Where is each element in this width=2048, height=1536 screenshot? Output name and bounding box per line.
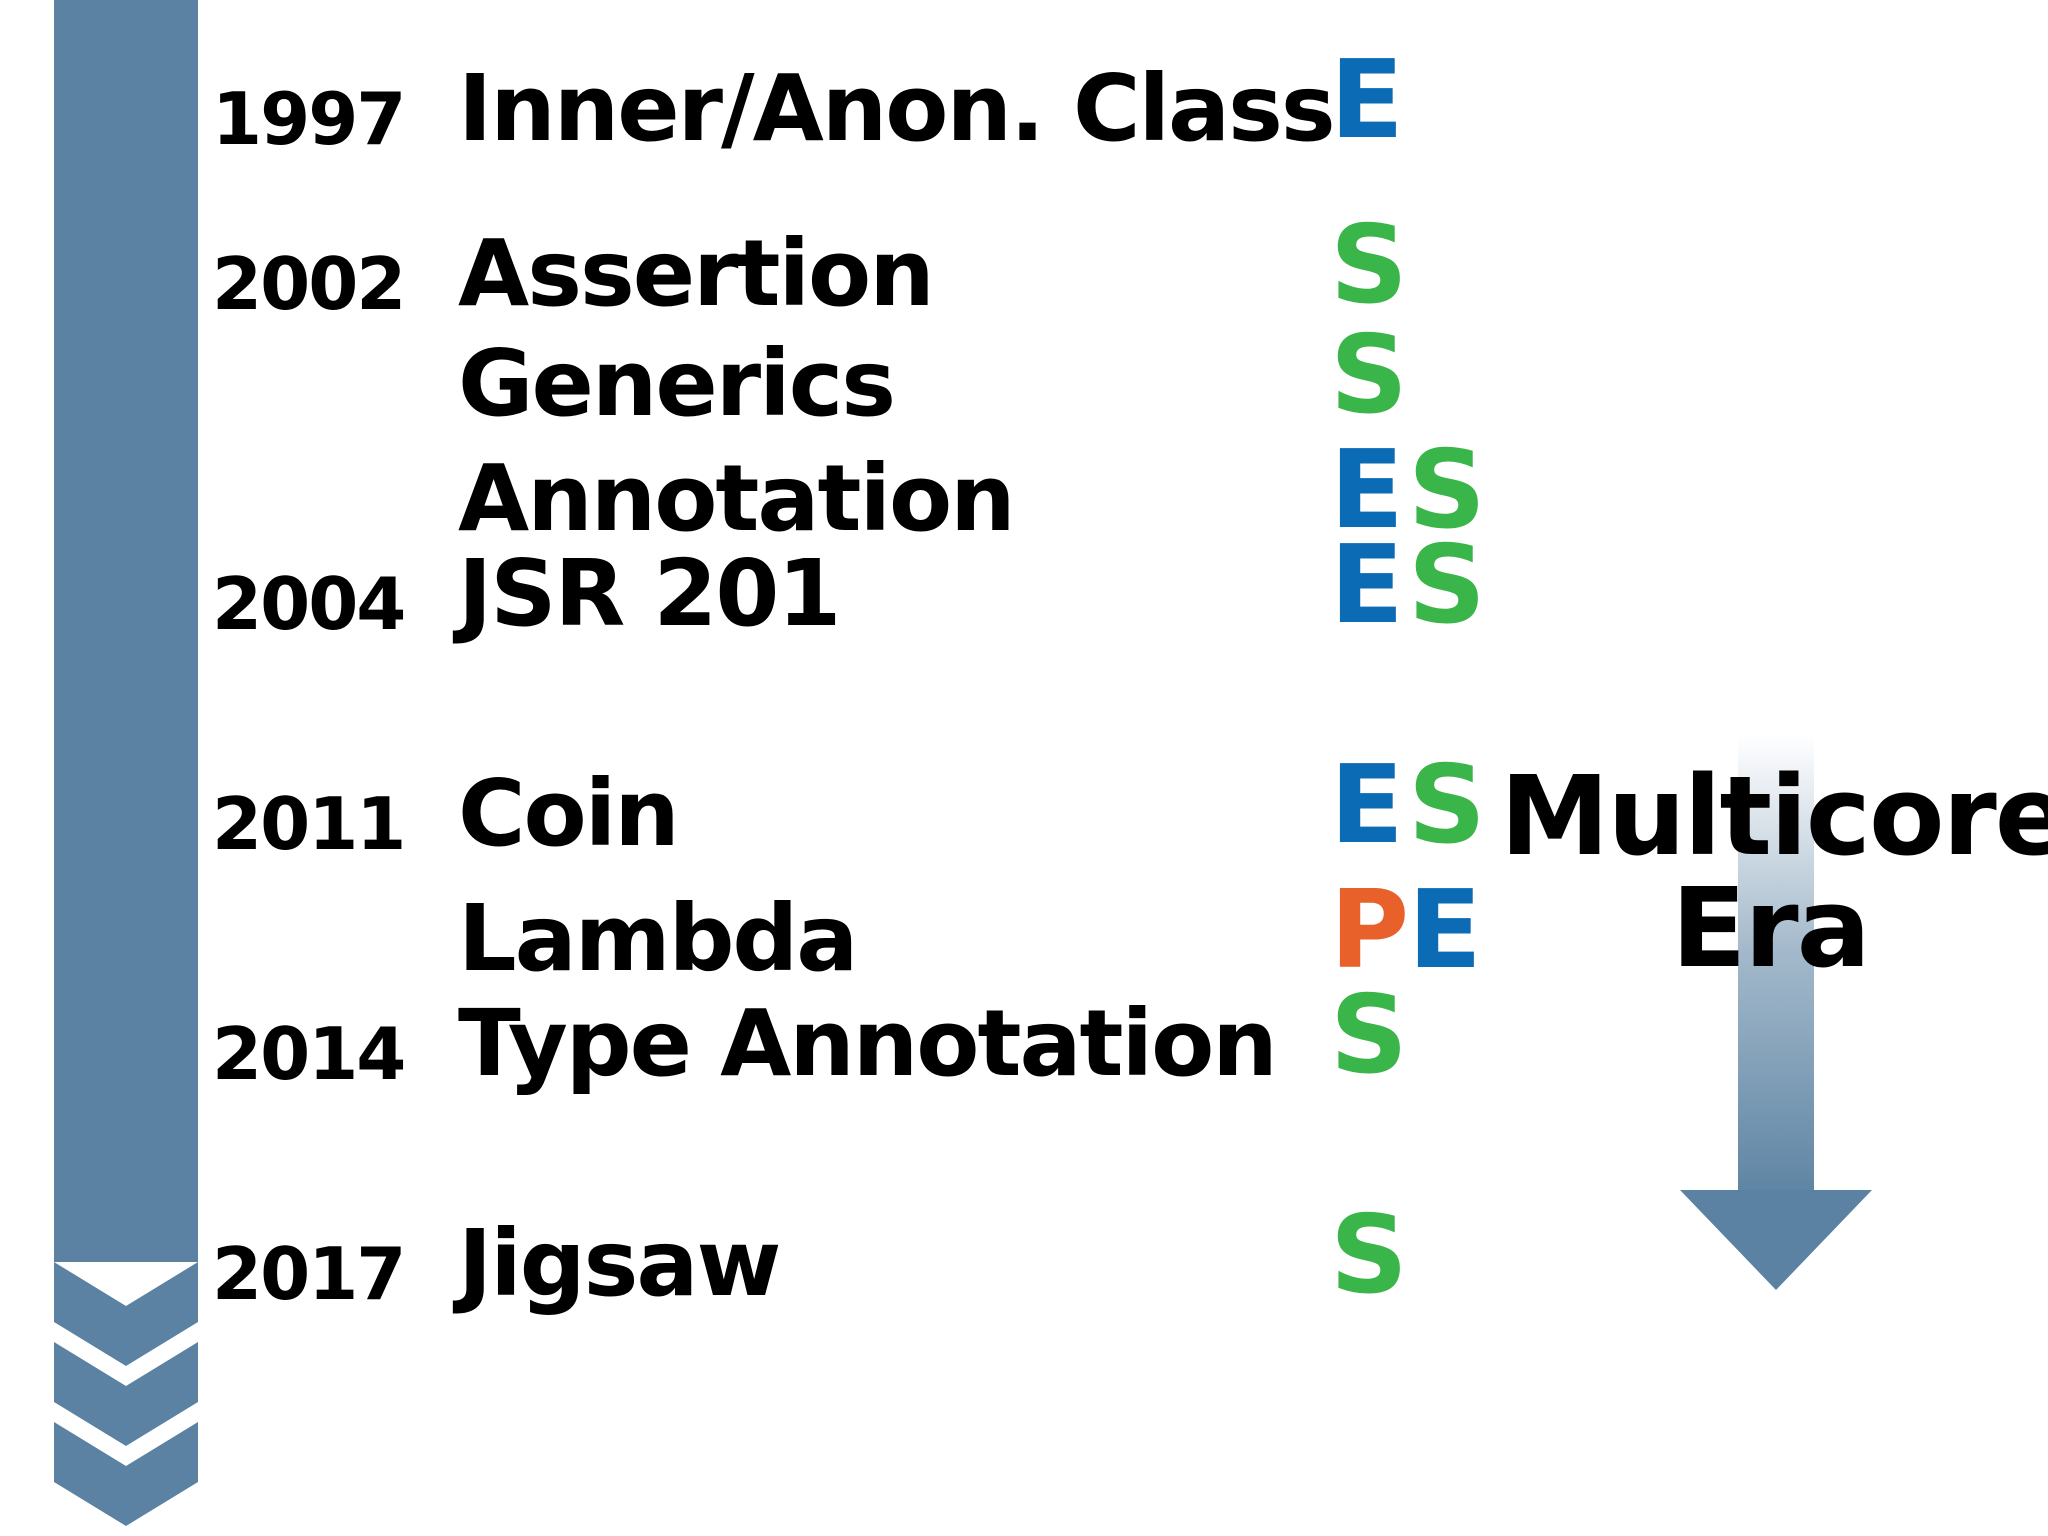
entry-feature: Jigsaw	[458, 1210, 781, 1317]
tag-s: S	[1330, 973, 1408, 1098]
chevron-down-icon	[54, 1342, 198, 1446]
arrow-down-icon	[1680, 1190, 1872, 1290]
entry-feature: Coin	[458, 760, 680, 867]
timeline-entry: 2011 Coin ES	[0, 750, 1500, 867]
entry-feature: Assertion	[458, 220, 935, 327]
era-label-line1: Multicore	[1500, 752, 2048, 880]
tag-e: E	[1330, 38, 1404, 163]
chevron-down-icon	[54, 1422, 198, 1526]
entry-feature: Lambda	[458, 885, 858, 992]
tag-e: E	[1330, 743, 1404, 868]
tag-e: E	[1408, 868, 1482, 993]
tag-s: S	[1408, 523, 1486, 648]
tag-s: S	[1330, 313, 1408, 438]
entry-year: 2014	[212, 1012, 406, 1096]
tag-e: E	[1330, 523, 1404, 648]
timeline-entry: 2004 JSR 201 ES	[0, 530, 1500, 647]
entry-feature: Generics	[458, 330, 896, 437]
entry-tags: ES	[1330, 532, 1486, 640]
timeline-entry: 2002 Assertion S	[0, 210, 1500, 327]
entry-year: 2017	[212, 1232, 406, 1316]
entry-tags: ES	[1330, 752, 1486, 860]
timeline-entry: 2017 Jigsaw S	[0, 1200, 1500, 1317]
entry-tags: S	[1330, 1202, 1408, 1310]
entry-feature: Type Annotation	[458, 990, 1278, 1097]
era-label: Multicore Era	[1500, 752, 2048, 992]
entry-tags: E	[1330, 47, 1408, 155]
tag-s: S	[1330, 1193, 1408, 1318]
timeline-entry: 2014 Type Annotation S	[0, 980, 1500, 1097]
tag-e: E	[1330, 428, 1404, 553]
entry-year: 1997	[212, 77, 406, 161]
timeline-bar	[54, 0, 198, 1526]
era-label-line2: Era	[1671, 864, 1871, 992]
entry-tags: S	[1330, 212, 1408, 320]
tag-s: S	[1408, 428, 1486, 553]
tag-s: S	[1330, 203, 1408, 328]
entry-year: 2002	[212, 242, 406, 326]
chevron-down-icon	[54, 1262, 198, 1366]
entry-year: 2004	[212, 562, 406, 646]
entry-tags: S	[1330, 322, 1408, 430]
tag-s: S	[1408, 743, 1486, 868]
entry-year: 2011	[212, 782, 406, 866]
entry-feature: JSR 201	[458, 540, 841, 647]
entry-tags: PE	[1330, 877, 1486, 985]
entry-tags: ES	[1330, 437, 1486, 545]
entry-feature: Inner/Anon. Class	[458, 55, 1336, 162]
entry-tags: S	[1330, 982, 1408, 1090]
entry-feature: Annotation	[458, 445, 1016, 552]
era-arrow	[1680, 735, 1872, 1290]
tag-p: P	[1330, 868, 1410, 993]
